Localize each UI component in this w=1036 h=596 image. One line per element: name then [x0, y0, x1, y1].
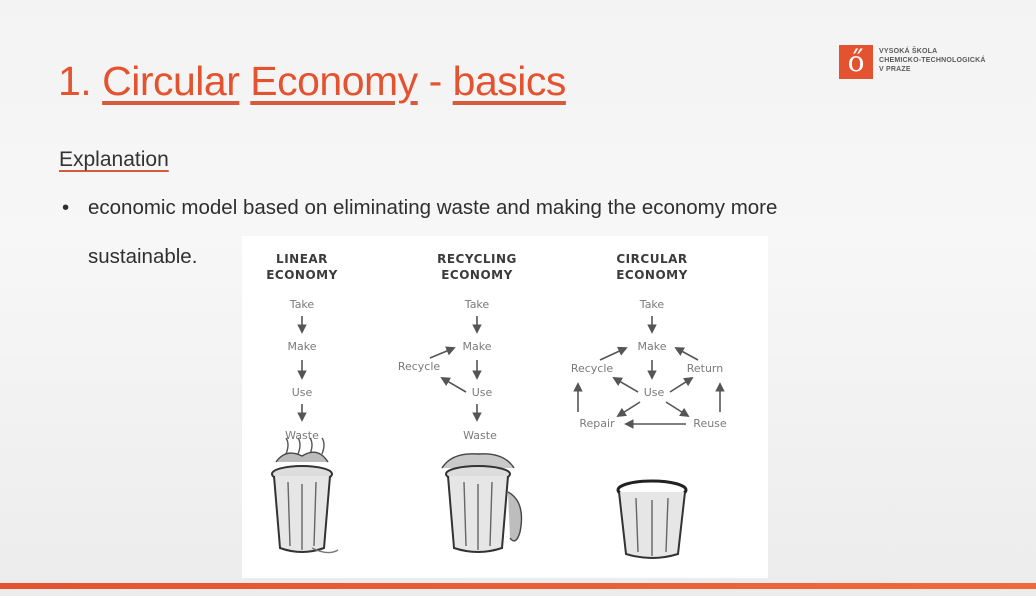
circular-arrow-use-to-recycle [612, 377, 639, 393]
recycling-step-take: Take [464, 298, 490, 311]
circular-economy-column: CIRCULAR ECONOMY Take Make Use Recycle R… [571, 252, 727, 559]
accent-bottom-rule [0, 583, 1036, 589]
slide-bottom-strip [0, 589, 1036, 596]
circular-step-reuse: Reuse [693, 417, 727, 430]
linear-title-line2: ECONOMY [266, 268, 338, 282]
circular-title-line1: CIRCULAR [616, 252, 687, 266]
recycling-title-line2: ECONOMY [441, 268, 513, 282]
circular-arrow-recycle-to-make [599, 346, 628, 361]
linear-step-waste: Waste [285, 429, 319, 442]
circular-arrow-return-to-make [674, 347, 699, 361]
logo-text: VYSOKÁ ŠKOLA CHEMICKO-TECHNOLOGICKÁ V PR… [879, 48, 986, 73]
recycling-step-make: Make [463, 340, 492, 353]
circular-step-make: Make [638, 340, 667, 353]
title-word-basics: basics [452, 58, 567, 104]
linear-step-use: Use [292, 386, 313, 399]
title-word-economy: Economy [250, 58, 418, 104]
linear-step-take: Take [289, 298, 315, 311]
recycling-economy-column: RECYCLING ECONOMY Take Make Use Waste Re… [398, 252, 523, 553]
circular-step-use: Use [644, 386, 665, 399]
circular-step-recycle: Recycle [571, 362, 614, 375]
slide-title: 1. Circular Economy - basics [58, 58, 566, 105]
circular-step-repair: Repair [579, 417, 615, 430]
title-dash: - [428, 58, 443, 104]
recycling-step-waste: Waste [463, 429, 497, 442]
linear-step-make: Make [288, 340, 317, 353]
overflowing-trash-bin-icon [271, 437, 339, 554]
linear-economy-column: LINEAR ECONOMY Take Make Use Waste [266, 252, 339, 554]
recycling-step-recycle: Recycle [398, 360, 441, 373]
circular-title-line2: ECONOMY [616, 268, 688, 282]
logo-mark-icon: ő [839, 45, 873, 79]
recycling-arrow-recycle-to-make [429, 346, 456, 359]
title-number: 1. [58, 58, 92, 104]
empty-trash-bin-icon [616, 479, 688, 559]
recycling-step-use: Use [472, 386, 493, 399]
circular-arrow-use-to-reuse [665, 401, 690, 418]
linear-title-line1: LINEAR [276, 252, 328, 266]
circular-arrow-use-to-repair [616, 401, 641, 418]
recycling-title-line1: RECYCLING [437, 252, 517, 266]
title-word-circular: Circular [102, 58, 240, 104]
diagram-svg: LINEAR ECONOMY Take Make Use Waste [266, 252, 727, 559]
circular-step-take: Take [639, 298, 665, 311]
bullet-text-line1: economic model based on eliminating wast… [88, 196, 778, 219]
bullet-text-line2: sustainable. [88, 245, 198, 268]
circular-arrow-use-to-return [669, 376, 694, 393]
bullet-icon: • [62, 196, 70, 219]
recycling-arrow-use-to-recycle [440, 377, 467, 393]
recycling-trash-bin-icon [441, 453, 523, 553]
circular-step-return: Return [687, 362, 724, 375]
section-heading: Explanation [59, 148, 169, 171]
university-logo: ő VYSOKÁ ŠKOLA CHEMICKO-TECHNOLOGICKÁ V … [839, 45, 1029, 79]
economy-models-diagram: LINEAR ECONOMY Take Make Use Waste [242, 236, 768, 578]
